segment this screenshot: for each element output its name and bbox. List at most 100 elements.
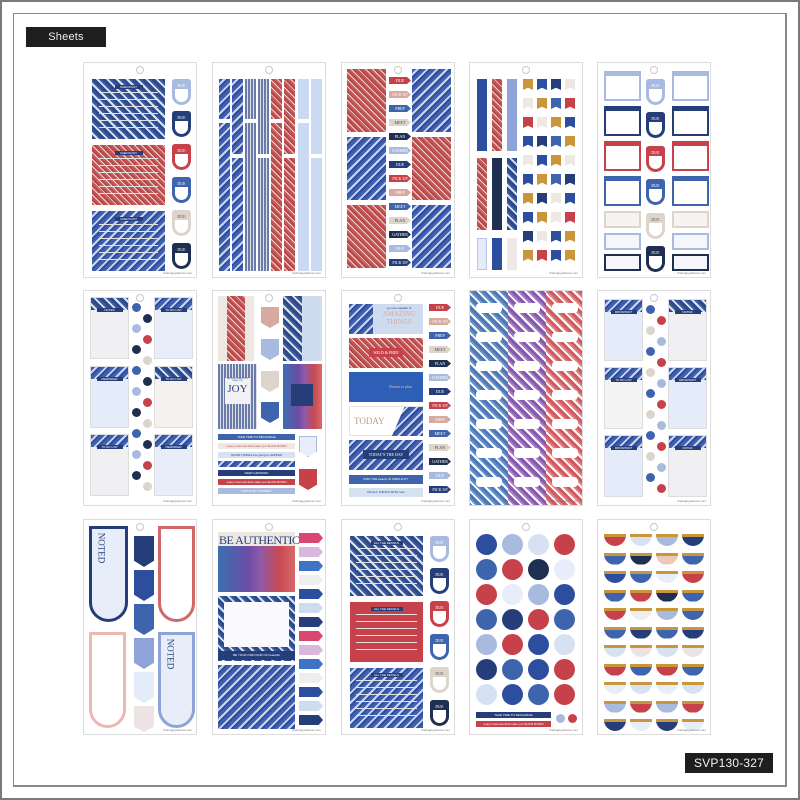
washi-strip bbox=[298, 79, 309, 119]
checklist-frame-navy: CHECKLIST bbox=[92, 79, 165, 139]
hang-hole bbox=[265, 523, 273, 531]
pattern-card bbox=[347, 137, 386, 200]
bowl-sticker bbox=[630, 645, 652, 657]
floral-card bbox=[283, 364, 322, 429]
washi-strip bbox=[258, 158, 269, 271]
banner-flag bbox=[537, 79, 547, 90]
circle-sticker bbox=[502, 609, 523, 630]
flower-sticker bbox=[646, 305, 655, 314]
label-blank bbox=[552, 361, 578, 371]
circle-sticker bbox=[554, 559, 575, 580]
flower-sticker bbox=[657, 399, 666, 409]
flower-sticker bbox=[143, 334, 152, 344]
hang-hole bbox=[136, 66, 144, 74]
noted-tab-navy: NOTED bbox=[89, 526, 128, 622]
flower-sticker bbox=[657, 315, 666, 325]
pattern-card bbox=[412, 137, 451, 200]
checklist-frame-blue: CHECKLIST bbox=[92, 211, 165, 271]
flag-sticker: GATHER bbox=[389, 231, 411, 238]
index-tab bbox=[299, 701, 323, 711]
label-blank bbox=[476, 419, 502, 429]
flag-sticker: PLAN bbox=[389, 217, 411, 224]
flower-sticker bbox=[568, 714, 577, 723]
hang-hole bbox=[522, 523, 530, 531]
sticker-sheet-14: TAKE TIME TO RECHARGE enjoy moments that… bbox=[469, 519, 583, 735]
flag-sticker: DUE bbox=[429, 304, 451, 311]
sticker-sheet-4: thehappyplanner.com bbox=[469, 62, 583, 278]
flag-sticker: PICK UP bbox=[429, 318, 451, 325]
label-blank bbox=[514, 303, 540, 313]
bowl-sticker bbox=[682, 700, 704, 713]
label-blank bbox=[476, 477, 502, 487]
label-box bbox=[604, 176, 641, 206]
flower-sticker bbox=[143, 418, 152, 428]
circle-sticker bbox=[528, 534, 549, 555]
bookmark-tag bbox=[134, 570, 154, 601]
bowl-sticker bbox=[682, 552, 704, 565]
bowl-sticker bbox=[604, 608, 626, 620]
flower-sticker bbox=[132, 366, 141, 375]
flag-sticker: DUE bbox=[429, 388, 451, 395]
flower-sticker bbox=[646, 347, 655, 356]
index-tab bbox=[299, 533, 323, 543]
bowl-sticker bbox=[682, 682, 704, 694]
notes-card: REMINDER bbox=[90, 366, 129, 428]
flag-sticker: PICK UP bbox=[429, 486, 451, 493]
bowl-sticker bbox=[604, 571, 626, 583]
brand-url: thehappyplanner.com bbox=[163, 499, 192, 503]
bowl-sticker bbox=[630, 552, 652, 565]
banner-flag bbox=[551, 98, 561, 109]
brand-url: thehappyplanner.com bbox=[292, 728, 321, 732]
brand-url: thehappyplanner.com bbox=[421, 728, 450, 732]
notes-card: IMPORTANT bbox=[604, 435, 643, 497]
banner-flag bbox=[551, 117, 561, 128]
index-tab bbox=[299, 589, 323, 599]
circle-sticker bbox=[554, 534, 575, 555]
circle-sticker bbox=[554, 634, 575, 655]
bowl-sticker bbox=[630, 571, 652, 583]
banner-flag bbox=[565, 174, 575, 185]
label-blank bbox=[476, 390, 502, 400]
washi-strip bbox=[477, 158, 487, 230]
today-card: TODAY bbox=[349, 406, 423, 436]
brand-url: thehappyplanner.com bbox=[549, 499, 578, 503]
banner-flag bbox=[551, 174, 561, 185]
grid-label bbox=[604, 233, 641, 250]
label-box bbox=[672, 176, 709, 206]
details-frame-navy: ALL THE DETAILS bbox=[350, 536, 423, 596]
washi-strip bbox=[311, 79, 322, 154]
beautiful-card: BE YOUR OWN KIND OF beautiful bbox=[218, 596, 295, 661]
flower-sticker bbox=[646, 326, 655, 335]
washi-strip bbox=[258, 79, 269, 154]
sticker-sheet-7: THE MOST BEAUTIFUL THING YOU JOY TAKE TI… bbox=[212, 290, 326, 506]
due-tab: DUE bbox=[430, 700, 449, 726]
notes-card: NOTES bbox=[668, 435, 707, 497]
bowl-sticker bbox=[656, 534, 678, 546]
flag-sticker: PICK UP bbox=[389, 175, 411, 182]
bowl-sticker bbox=[630, 682, 652, 694]
washi-strip bbox=[284, 79, 295, 154]
index-tab bbox=[299, 715, 323, 725]
due-tab: DUE bbox=[172, 210, 191, 236]
wild-card: WILD & FREE bbox=[349, 338, 423, 368]
flag-sticker: MEET bbox=[389, 119, 411, 126]
banner-flag bbox=[537, 117, 547, 128]
banner-flag bbox=[537, 212, 547, 223]
circle-sticker bbox=[502, 584, 523, 605]
banner-flag bbox=[523, 98, 533, 109]
index-tab bbox=[299, 631, 323, 641]
bookmark-tag bbox=[134, 604, 154, 635]
banner-flag bbox=[537, 174, 547, 185]
flower-sticker bbox=[143, 397, 152, 407]
amazing-card: you are capable of AMAZING THINGS bbox=[349, 304, 423, 334]
grid-label bbox=[672, 233, 709, 250]
flower-sticker bbox=[657, 420, 666, 430]
banner-flag bbox=[523, 250, 533, 261]
flower-sticker bbox=[646, 389, 655, 398]
notes-card: REMINDER bbox=[154, 434, 193, 496]
circle-sticker bbox=[554, 609, 575, 630]
banner-flag bbox=[565, 136, 575, 147]
due-tab: DUE bbox=[172, 111, 191, 137]
grid-label bbox=[672, 254, 709, 271]
quote-strip bbox=[218, 461, 295, 467]
